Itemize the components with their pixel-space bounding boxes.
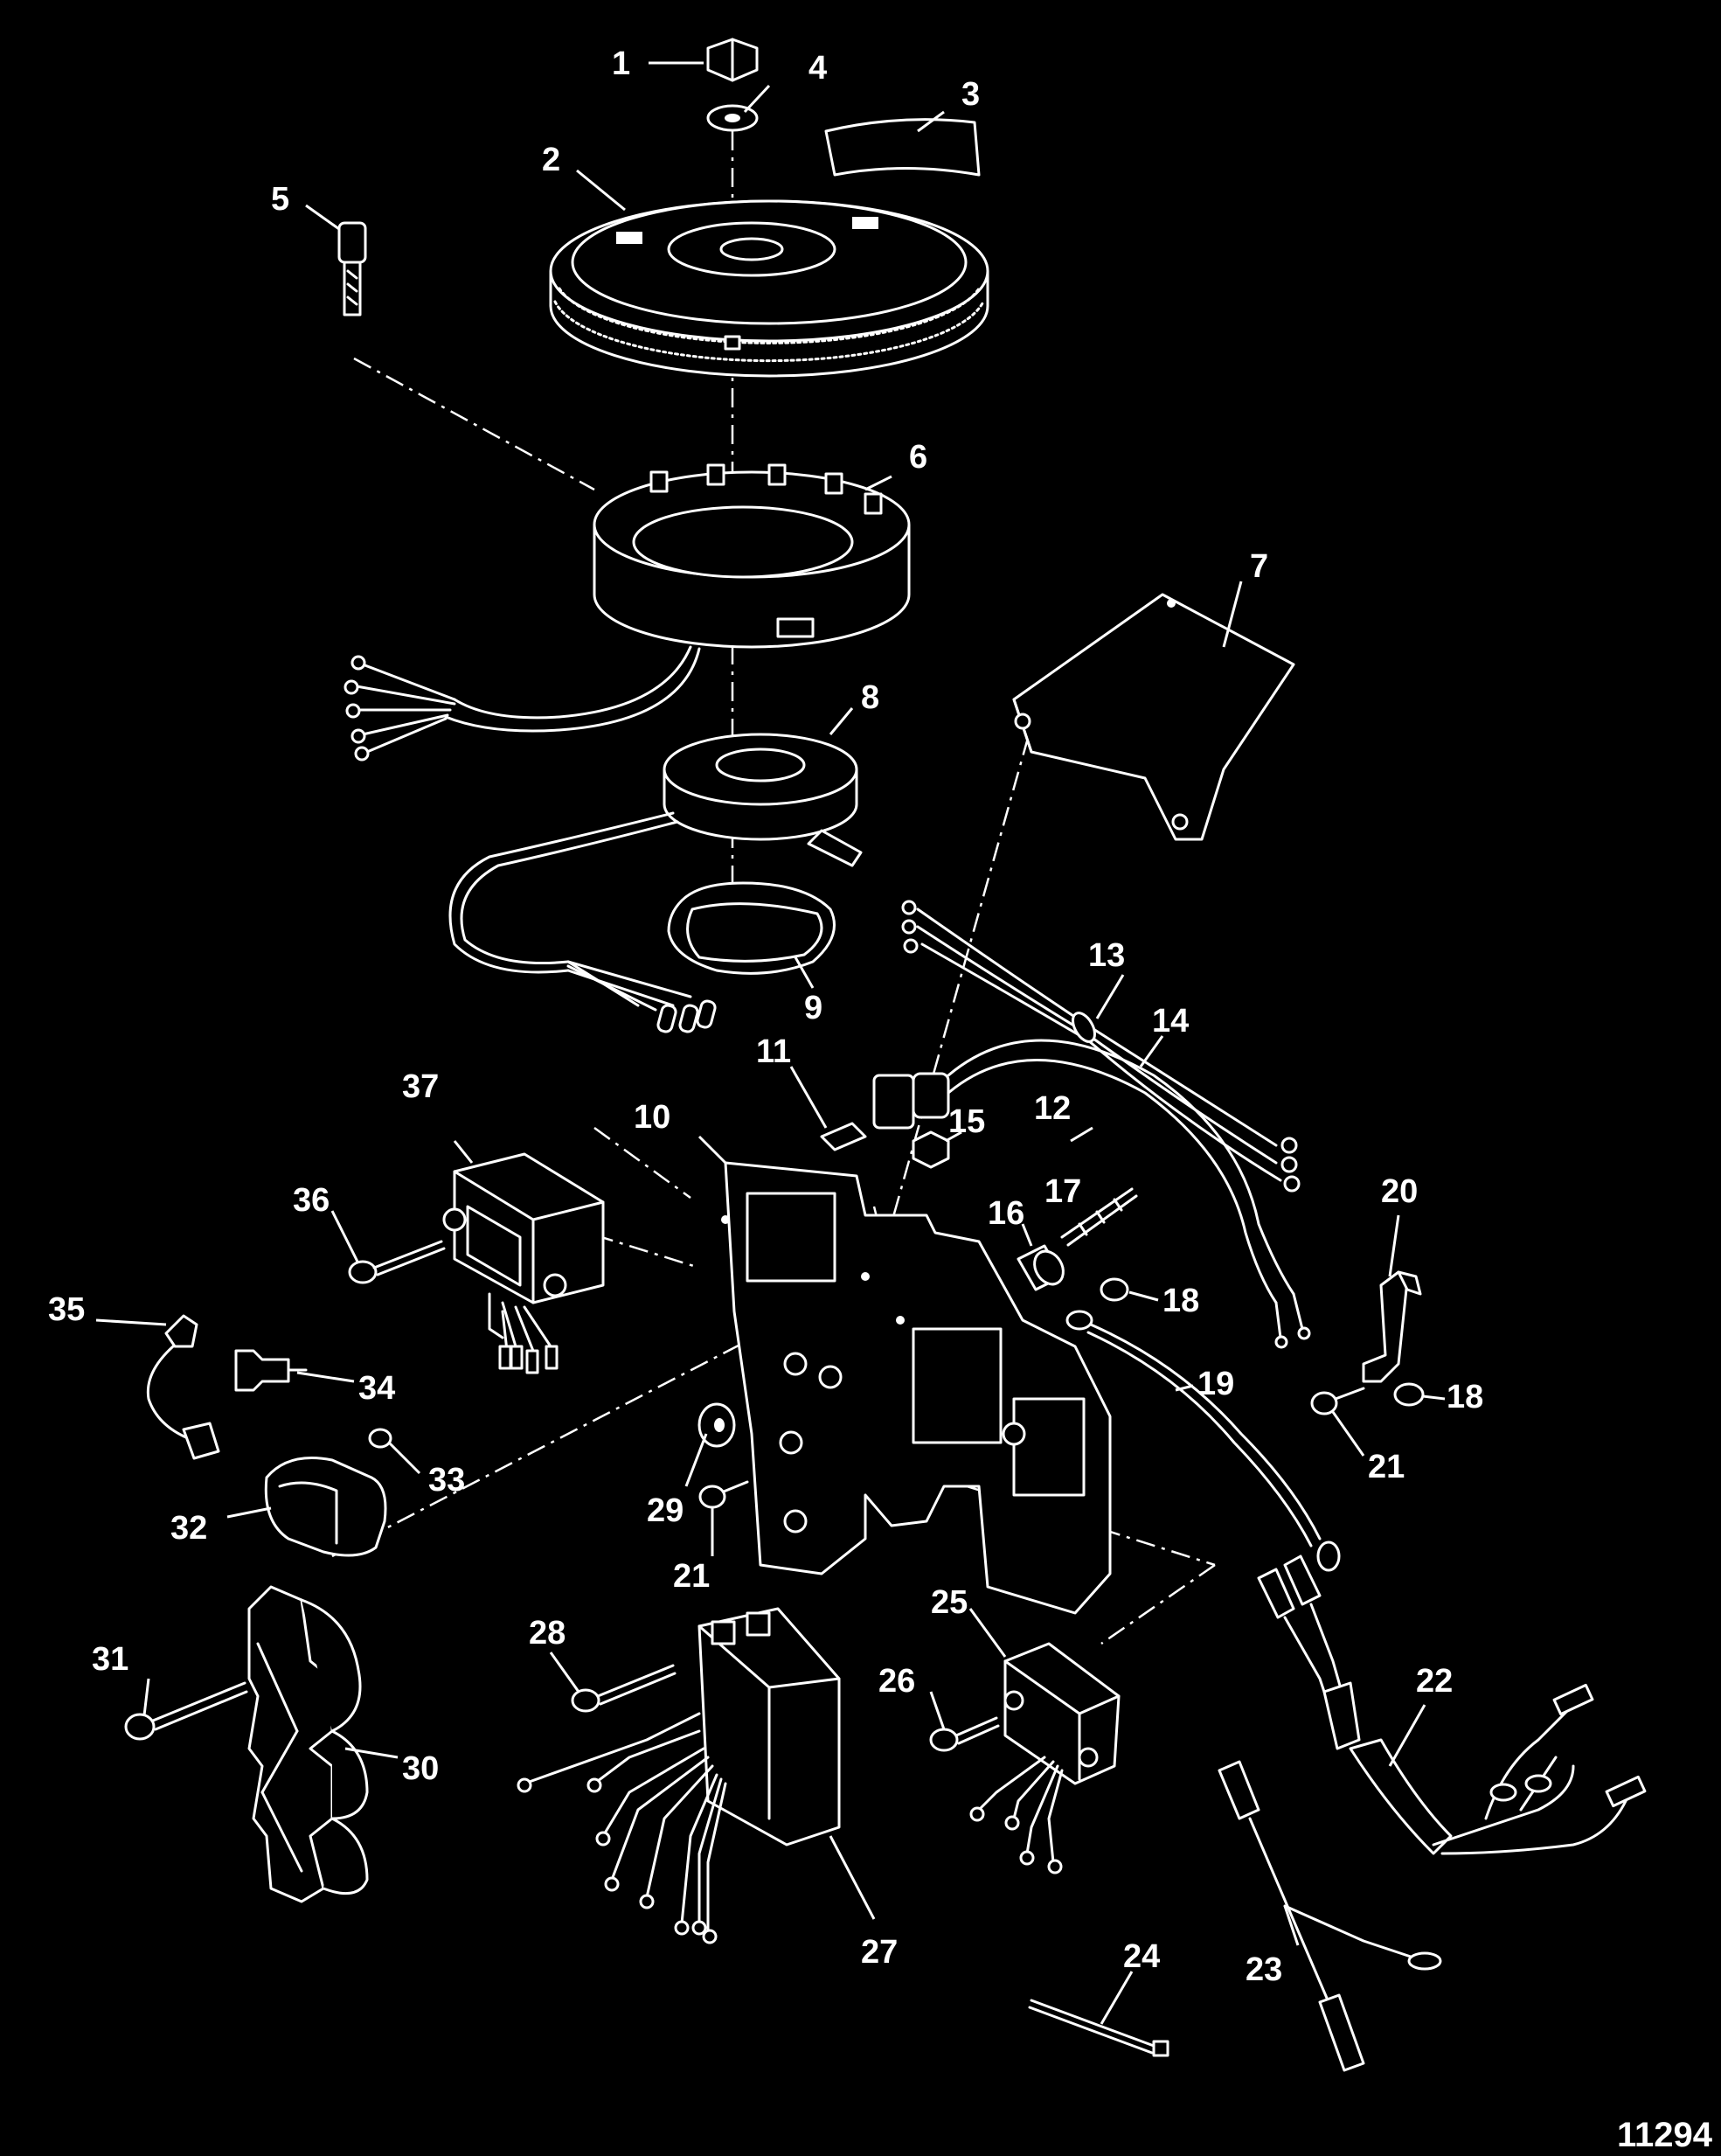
part-30-bracket: [247, 1585, 369, 1903]
callout-15: 15: [948, 1103, 985, 1140]
part-7-cover: [1012, 593, 1295, 841]
callout-30: 30: [402, 1750, 439, 1787]
part-3-decal: [824, 118, 981, 177]
callout-19: 19: [1197, 1366, 1234, 1402]
part-36-screw: [348, 1240, 446, 1284]
part-33-washer: [368, 1428, 392, 1449]
callout-21b: 21: [673, 1558, 710, 1595]
part-19-ground-wire: [1065, 1310, 1341, 1572]
part-12-harness: [872, 1039, 1311, 1349]
callout-37: 37: [402, 1068, 439, 1105]
callout-25: 25: [931, 1584, 968, 1621]
part-25-rectifier: [969, 1642, 1121, 1874]
callout-11: 11: [756, 1033, 791, 1070]
callout-23: 23: [1246, 1951, 1282, 1988]
callout-32: 32: [170, 1510, 207, 1547]
part-10-plate: [721, 1161, 1112, 1615]
part-31-screw: [124, 1681, 248, 1741]
callout-28: 28: [529, 1615, 566, 1652]
part-24-cable-tie: [1028, 1999, 1169, 2057]
callout-14: 14: [1152, 1003, 1189, 1040]
part-9-gasket: [667, 881, 836, 975]
part-37-regulator: [442, 1152, 605, 1374]
callout-1: 1: [612, 45, 630, 82]
part-32-coil: [264, 1457, 387, 1557]
part-21-bolt-a: [1310, 1387, 1365, 1415]
callout-10: 10: [634, 1099, 670, 1136]
callout-26: 26: [878, 1663, 915, 1700]
leader-lines: [95, 61, 1446, 2025]
callout-12: 12: [1034, 1090, 1071, 1127]
part-18-nut-a: [1100, 1277, 1129, 1302]
callout-22: 22: [1416, 1663, 1453, 1700]
part-4-washer: [706, 104, 759, 132]
callout-36: 36: [293, 1182, 330, 1219]
part-28-screw: [571, 1664, 677, 1713]
part-34-spark-plug: [234, 1349, 308, 1392]
callout-7: 7: [1250, 548, 1268, 585]
part-1-nut: [706, 38, 759, 82]
part-18-nut-b: [1393, 1382, 1425, 1407]
part-15-nut: [912, 1130, 950, 1169]
callout-6: 6: [909, 439, 927, 476]
part-27-switch-box: [517, 1607, 841, 1944]
callout-17: 17: [1044, 1173, 1081, 1210]
callout-5: 5: [271, 181, 289, 218]
callout-8: 8: [861, 679, 879, 716]
callout-27: 27: [861, 1934, 898, 1971]
part-26-screw: [929, 1716, 1000, 1752]
callout-34: 34: [358, 1370, 395, 1407]
part-8-trigger: [448, 733, 863, 1033]
part-6-stator: [344, 463, 911, 762]
part-2-flywheel: [549, 199, 989, 378]
part-22-harness: [1257, 1554, 1647, 1855]
part-35-plug-lead: [146, 1314, 220, 1460]
callout-35: 35: [48, 1291, 85, 1328]
figure-number: 11294: [1617, 2116, 1713, 2154]
callout-9: 9: [804, 990, 822, 1026]
callout-18b: 18: [1447, 1379, 1483, 1415]
part-21-bolt-b: [698, 1480, 749, 1509]
part-23-lead: [1218, 1760, 1442, 2072]
callout-20: 20: [1381, 1173, 1418, 1210]
callout-31: 31: [92, 1641, 128, 1678]
part-11-clip: [820, 1122, 867, 1151]
callout-33: 33: [428, 1462, 465, 1499]
callout-18a: 18: [1162, 1283, 1199, 1319]
part-16-spacer: [1017, 1244, 1065, 1291]
callout-2: 2: [542, 142, 560, 178]
callout-29: 29: [647, 1492, 684, 1529]
callout-3: 3: [961, 76, 980, 113]
callout-4: 4: [808, 50, 827, 87]
callout-16: 16: [988, 1195, 1024, 1232]
part-5-bolt: [337, 221, 367, 316]
part-29-grommet: [697, 1402, 736, 1448]
callout-24: 24: [1123, 1938, 1160, 1975]
part-20-bracket: [1362, 1270, 1422, 1383]
callout-13: 13: [1088, 937, 1125, 974]
callouts: 1 2 3 4 5 6 7 8 9 10 11 12 13 14 15 16 1…: [48, 45, 1483, 1988]
part-17-stud: [1060, 1187, 1138, 1247]
callout-21a: 21: [1368, 1449, 1405, 1485]
